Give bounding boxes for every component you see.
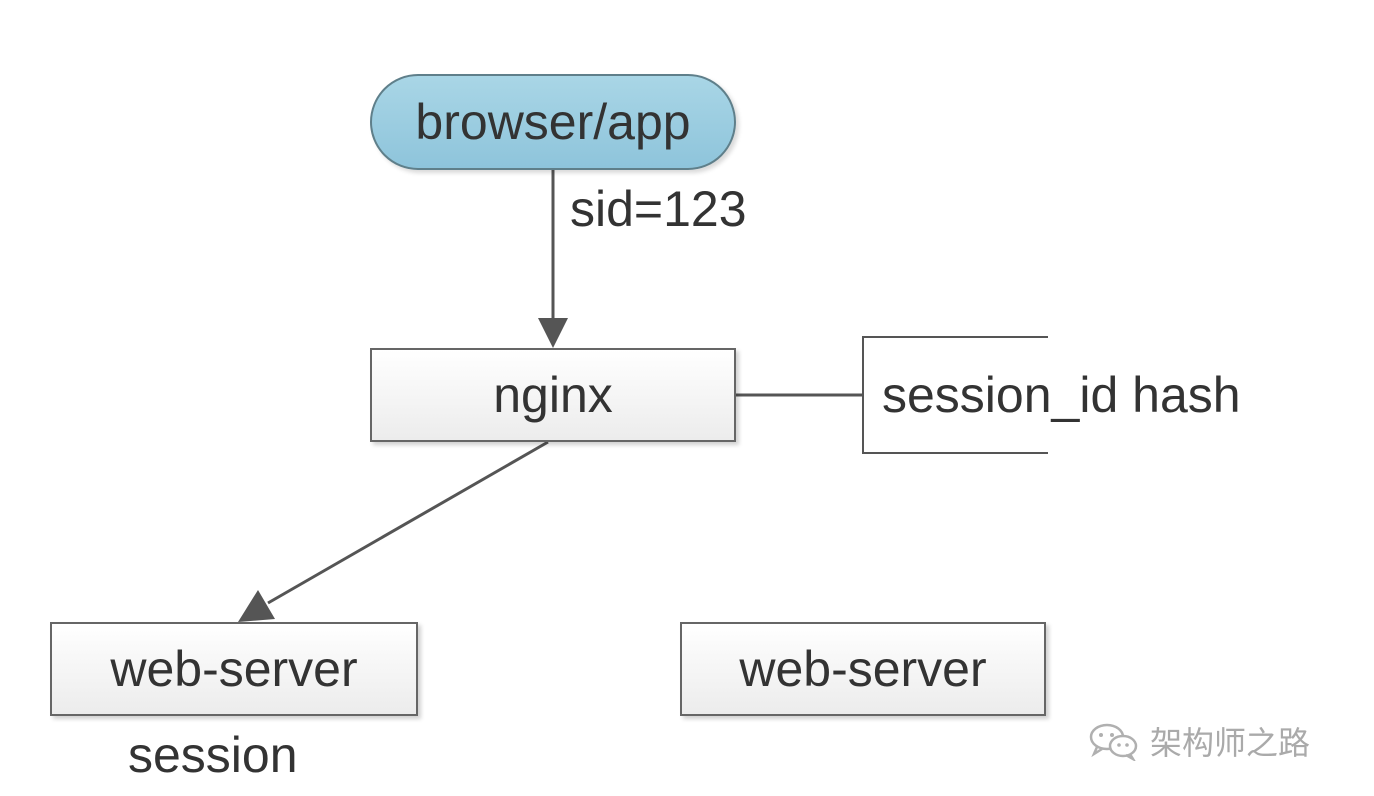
arrowhead-web-server <box>238 590 275 622</box>
node-web-server-1-label: web-server <box>110 641 358 697</box>
node-nginx: nginx <box>370 348 736 442</box>
node-browser-app: browser/app <box>370 74 736 170</box>
node-web-server-2: web-server <box>680 622 1046 716</box>
watermark-text: 架构师之路 <box>1150 725 1311 761</box>
note-session-id-hash: session_id hash <box>862 336 1312 454</box>
session-label: session <box>128 727 298 783</box>
node-web-server-2-label: web-server <box>739 641 987 697</box>
note-session-id-hash-label: session_id hash <box>882 367 1241 423</box>
edge-label-sid: sid=123 <box>570 181 747 237</box>
wechat-icon <box>1089 723 1138 761</box>
arrowhead-nginx <box>538 318 568 348</box>
node-browser-app-label: browser/app <box>415 94 691 150</box>
watermark: 架构师之路 <box>1088 718 1310 764</box>
note-bracket-top <box>862 336 1048 338</box>
note-bracket-bottom <box>862 452 1048 454</box>
node-nginx-label: nginx <box>493 367 613 423</box>
edge-nginx-to-web-server <box>267 440 549 605</box>
node-web-server-1: web-server <box>50 622 418 716</box>
